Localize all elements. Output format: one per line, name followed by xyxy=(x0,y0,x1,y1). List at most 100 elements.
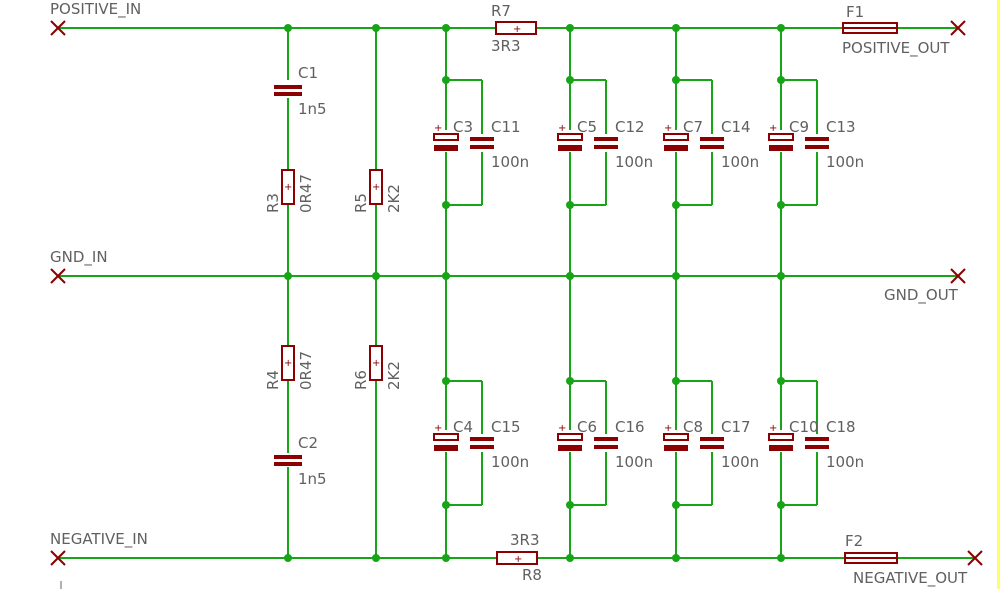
electrolytic-capacitor-c3[interactable]: + xyxy=(433,123,459,151)
terminals xyxy=(50,20,983,566)
svg-text:+: + xyxy=(284,358,292,369)
capacitor-c13[interactable] xyxy=(805,137,829,149)
value-c12: 100n xyxy=(615,153,653,171)
value-r3: 0R47 xyxy=(297,174,315,213)
resistor-r5[interactable]: + xyxy=(369,169,383,205)
junction-dot xyxy=(566,201,574,209)
capacitor-c14[interactable] xyxy=(700,137,724,149)
terminal-gnd-out[interactable] xyxy=(950,268,966,284)
junction-dot xyxy=(672,554,680,562)
junction-dot xyxy=(672,377,680,385)
junction-dot xyxy=(284,554,292,562)
capacitor-c1[interactable] xyxy=(274,85,302,96)
value-r5: 2K2 xyxy=(385,184,403,213)
junction-dot xyxy=(672,201,680,209)
value-c17: 100n xyxy=(721,453,759,471)
ref-c7: C7 xyxy=(683,118,703,136)
wires-group-4-top xyxy=(780,28,818,276)
ref-c16: C16 xyxy=(615,418,645,436)
junction-dot xyxy=(777,76,785,84)
terminal-negative-out[interactable] xyxy=(967,550,983,566)
ref-c2: C2 xyxy=(298,434,318,452)
ref-c8: C8 xyxy=(683,418,703,436)
capacitor-c15[interactable] xyxy=(470,437,494,449)
wires-group-2-bottom xyxy=(569,276,607,558)
svg-text:+: + xyxy=(514,554,522,565)
ref-r6: R6 xyxy=(352,370,370,390)
ref-c4: C4 xyxy=(453,418,473,436)
junction-dot xyxy=(372,272,380,280)
value-r7: 3R3 xyxy=(491,37,521,55)
resistor-r7[interactable]: + xyxy=(495,21,537,35)
electrolytic-capacitor-c6[interactable]: + xyxy=(557,423,583,451)
svg-text:+: + xyxy=(434,423,442,434)
terminal-gnd-in[interactable] xyxy=(50,268,66,284)
junction-dot xyxy=(442,24,450,32)
capacitor-c16[interactable] xyxy=(594,437,618,449)
resistor-r4[interactable]: + xyxy=(281,345,295,381)
electrolytic-capacitor-c9[interactable]: + xyxy=(768,123,794,151)
capacitor-c2[interactable] xyxy=(274,455,302,466)
value-c14: 100n xyxy=(721,153,759,171)
capacitor-c12[interactable] xyxy=(594,137,618,149)
ref-r5: R5 xyxy=(352,193,370,213)
capacitor-c11[interactable] xyxy=(470,137,494,149)
value-r4: 0R47 xyxy=(297,351,315,390)
junction-dot xyxy=(777,377,785,385)
junction-dot xyxy=(777,501,785,509)
junction-dot xyxy=(566,554,574,562)
net-label-gnd-out: GND_OUT xyxy=(884,286,959,305)
ref-c10: C10 xyxy=(789,418,819,436)
electrolytic-capacitor-c8[interactable]: + xyxy=(663,423,689,451)
fuse-f1[interactable] xyxy=(842,22,898,34)
ref-c9: C9 xyxy=(789,118,809,136)
junction-dot xyxy=(777,272,785,280)
ref-c11: C11 xyxy=(491,118,521,136)
svg-text:+: + xyxy=(434,123,442,134)
junction-dot xyxy=(672,76,680,84)
net-label-negative-in: NEGATIVE_IN xyxy=(50,530,148,549)
net-label-positive-in: POSITIVE_IN xyxy=(50,0,141,19)
wires xyxy=(58,27,975,559)
value-r6: 2K2 xyxy=(385,361,403,390)
terminal-positive-in[interactable] xyxy=(50,20,66,36)
fuse-f2[interactable] xyxy=(844,552,898,564)
junction-dot xyxy=(566,24,574,32)
resistor-r6[interactable]: + xyxy=(369,345,383,381)
electrolytic-capacitor-c4[interactable]: + xyxy=(433,423,459,451)
ref-r7: R7 xyxy=(491,2,511,20)
junction-dot xyxy=(672,24,680,32)
electrolytic-capacitor-c10[interactable]: + xyxy=(768,423,794,451)
labels: POSITIVE_IN GND_IN NEGATIVE_IN POSITIVE_… xyxy=(50,0,968,588)
ref-c14: C14 xyxy=(721,118,751,136)
junction-dot xyxy=(566,377,574,385)
capacitor-c17[interactable] xyxy=(700,437,724,449)
ref-c5: C5 xyxy=(577,118,597,136)
terminal-positive-out[interactable] xyxy=(950,20,966,36)
ref-r8: R8 xyxy=(522,566,542,584)
junction-dot xyxy=(672,272,680,280)
electrolytic-capacitor-c7[interactable]: + xyxy=(663,123,689,151)
value-c13: 100n xyxy=(826,153,864,171)
ref-r4: R4 xyxy=(264,370,282,390)
net-label-gnd-in: GND_IN xyxy=(50,248,108,267)
electrolytic-capacitor-c5[interactable]: + xyxy=(557,123,583,151)
resistor-r3[interactable]: + xyxy=(281,169,295,205)
net-label-positive-out: POSITIVE_OUT xyxy=(842,39,950,58)
svg-text:+: + xyxy=(769,123,777,134)
value-c16: 100n xyxy=(615,453,653,471)
value-r8: 3R3 xyxy=(510,531,540,549)
svg-text:+: + xyxy=(372,182,380,193)
ref-c18: C18 xyxy=(826,418,856,436)
value-c1: 1n5 xyxy=(298,100,327,118)
capacitor-c18[interactable] xyxy=(805,437,829,449)
wires-group-2-top xyxy=(569,28,607,276)
junction-dot xyxy=(442,501,450,509)
ref-c1: C1 xyxy=(298,64,318,82)
terminal-negative-in[interactable] xyxy=(50,550,66,566)
junction-dot xyxy=(442,272,450,280)
junction-dot xyxy=(566,76,574,84)
wires-group-3-bottom xyxy=(675,276,713,558)
junction-dot xyxy=(442,554,450,562)
resistor-r8[interactable]: + xyxy=(496,551,538,565)
